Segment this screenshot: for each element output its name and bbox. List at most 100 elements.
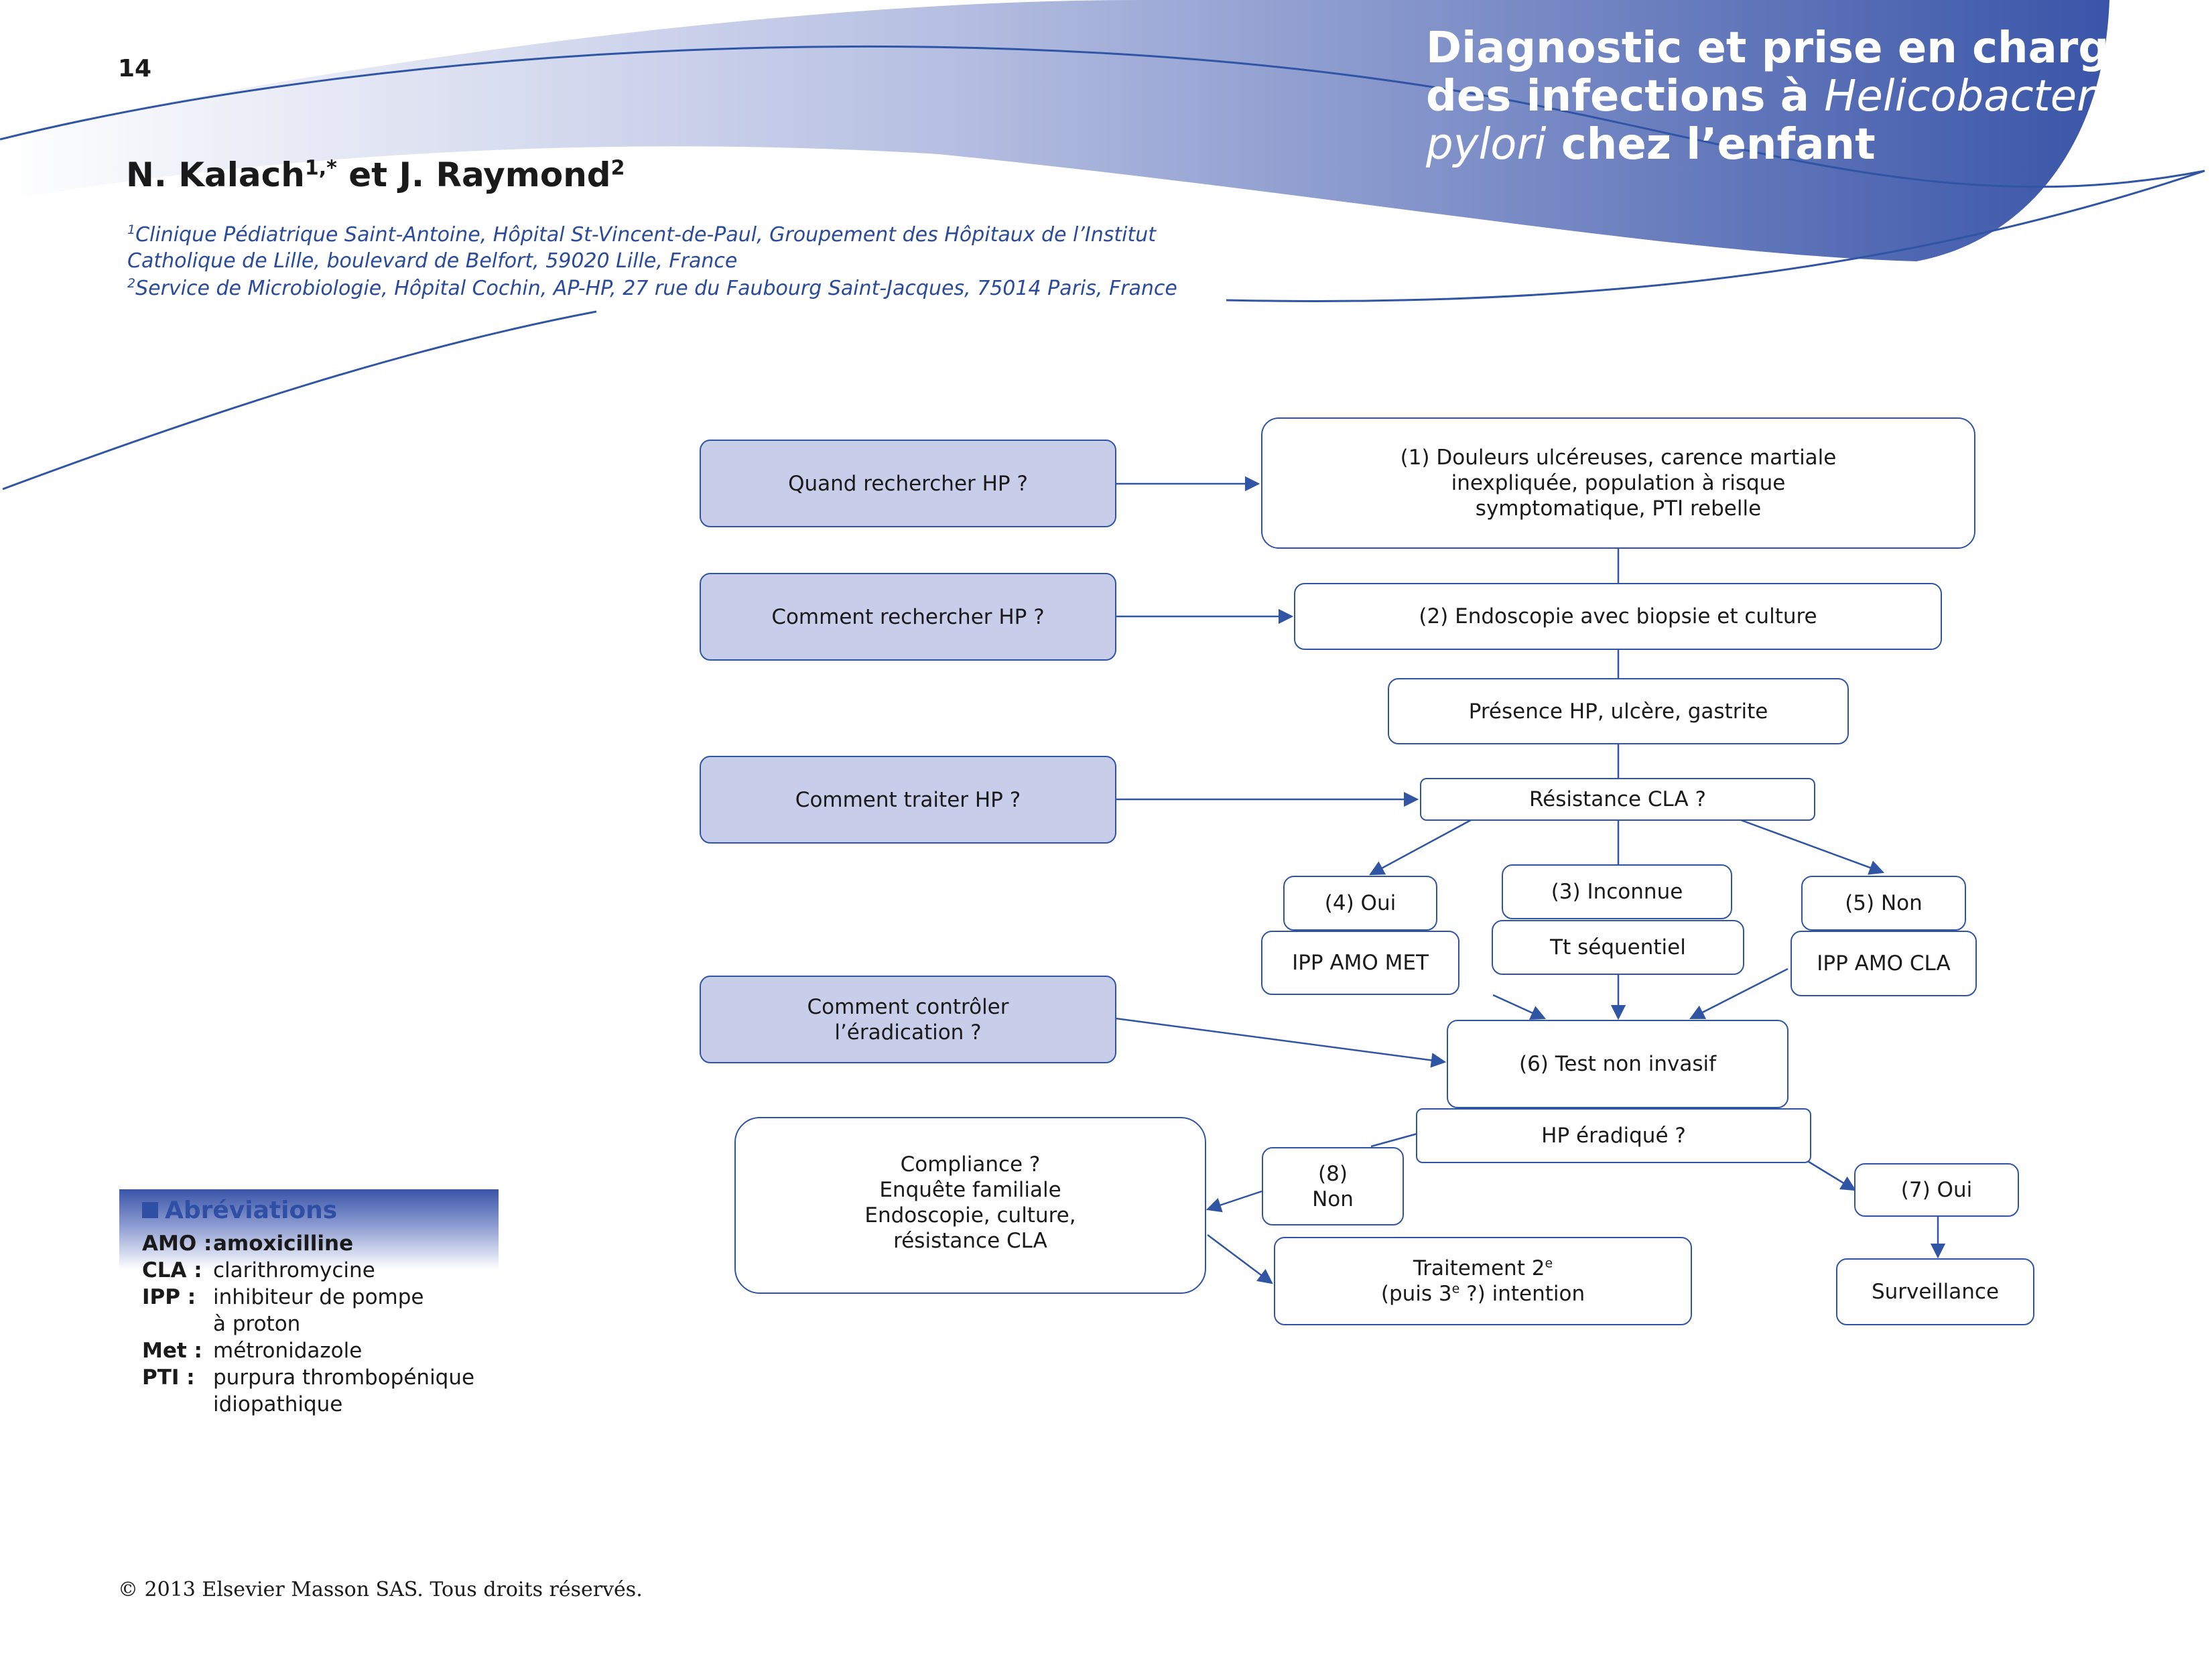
node-compliance-line-4: résistance CLA (893, 1229, 1047, 1253)
abbreviation-value: clarithromycine (213, 1258, 375, 1282)
title-line-2: des infections à (1426, 72, 1825, 121)
abbreviation-value: inhibiteur de pompe (213, 1285, 424, 1309)
node-inconnue-3: (3) Inconnue (1502, 864, 1732, 919)
author-2-sup: 2 (610, 156, 625, 180)
node-traitement-label: Traitement 2e(puis 3e ?) intention (1381, 1256, 1585, 1307)
title-line-2-italic: Helicobacter (1824, 72, 2095, 121)
title-line-3-italic: pylori (1426, 120, 1547, 170)
node-traitement-sup-2: e (1451, 1281, 1460, 1297)
node-ipp-amo-met-label: IPP AMO MET (1292, 951, 1429, 975)
node-hp-eradique-label: HP éradiqué ? (1541, 1124, 1686, 1148)
abbreviations-list: AMO :amoxicilline CLA : clarithromycine I… (142, 1230, 474, 1418)
node-traitement-sup-1: e (1545, 1256, 1553, 1271)
title-line-3: chez l’enfant (1546, 120, 1876, 170)
node-douleurs-line-2: inexpliquée, population à risque (1451, 471, 1786, 495)
node-traitement-line-2b: ?) intention (1459, 1282, 1585, 1306)
node-oui-4-label: (4) Oui (1324, 891, 1396, 915)
node-presence: Présence HP, ulcère, gastrite (1388, 678, 1849, 744)
node-non-8-label: (8)Non (1312, 1161, 1354, 1212)
node-ipp-amo-cla: IPP AMO CLA (1791, 931, 1977, 996)
affiliation-1-sup: 1 (127, 222, 136, 237)
abbreviations-title-text: Abréviations (165, 1197, 338, 1224)
node-traitement-line-2a: (puis 3 (1380, 1282, 1452, 1306)
node-non-5-label: (5) Non (1845, 891, 1923, 915)
node-compliance-line-2: Enquête familiale (879, 1178, 1061, 1202)
node-oui-4: (4) Oui (1283, 876, 1437, 931)
node-hp-eradique: HP éradiqué ? (1416, 1108, 1811, 1163)
header-curve-top (0, 45, 2205, 188)
node-resistance: Résistance CLA ? (1420, 778, 1815, 821)
abbreviation-row: AMO :amoxicilline (142, 1230, 474, 1257)
abbreviation-value: métronidazole (213, 1339, 363, 1363)
abbreviation-value: amoxicilline (213, 1232, 354, 1256)
node-douleurs-line-3: symptomatique, PTI rebelle (1475, 496, 1762, 521)
affiliation-2: 2Service de Microbiologie, Hôpital Cochi… (127, 276, 1177, 300)
node-endoscopie: (2) Endoscopie avec biopsie et culture (1294, 583, 1942, 650)
affiliation-1b: Catholique de Lille, boulevard de Belfor… (127, 249, 737, 273)
abbreviation-row: CLA : clarithromycine (142, 1257, 474, 1284)
flowchart-connectors (1115, 476, 1946, 1284)
node-test-non-invasif-label: (6) Test non invasif (1518, 1052, 1717, 1076)
abbreviations-panel (119, 1189, 499, 1270)
author-1-sup: 1,* (304, 156, 337, 180)
copyright: © 2013 Elsevier Masson SAS. Tous droits … (118, 1578, 643, 1601)
node-ipp-amo-met: IPP AMO MET (1261, 931, 1459, 995)
question-quand: Quand rechercher HP ? (700, 440, 1116, 527)
question-comment-traiter-label: Comment traiter HP ? (795, 787, 1021, 812)
question-comment-rechercher-label: Comment rechercher HP ? (771, 604, 1045, 629)
node-tt-sequentiel-label: Tt séquentiel (1550, 935, 1686, 959)
question-quand-label: Quand rechercher HP ? (788, 471, 1028, 496)
abbreviation-key: Met : (142, 1339, 202, 1363)
node-resistance-label: Résistance CLA ? (1528, 787, 1707, 811)
question-comment-rechercher: Comment rechercher HP ? (700, 573, 1116, 661)
abbreviation-row: Met : métronidazole (142, 1337, 474, 1364)
abbreviation-key: CLA : (142, 1258, 202, 1282)
header-curve-right (1226, 170, 2205, 302)
abbreviation-value: idiopathique (213, 1392, 343, 1416)
affiliation-1-text: Clinique Pédiatrique Saint-Antoine, Hôpi… (135, 223, 1157, 247)
node-non-8-line-2: Non (1312, 1187, 1354, 1211)
node-traitement-line-1: Traitement 2 (1413, 1256, 1545, 1280)
node-ipp-amo-cla-label: IPP AMO CLA (1817, 951, 1951, 976)
node-non-8-line-1: (8) (1318, 1161, 1348, 1186)
abbreviation-value: à proton (213, 1312, 301, 1336)
affiliation-2-text: Service de Microbiologie, Hôpital Cochin… (135, 277, 1177, 300)
abbreviation-key: AMO : (142, 1232, 212, 1256)
abbreviations-title: Abréviations (142, 1197, 337, 1224)
node-douleurs-label: (1) Douleurs ulcéreuses, carence martial… (1401, 445, 1837, 521)
node-douleurs: (1) Douleurs ulcéreuses, carence martial… (1261, 417, 1975, 549)
node-non-8: (8)Non (1262, 1147, 1404, 1225)
node-endoscopie-label: (2) Endoscopie avec biopsie et culture (1419, 604, 1817, 628)
question-comment-controler-line-1: Comment contrôler (807, 994, 1009, 1019)
node-douleurs-line-1: (1) Douleurs ulcéreuses, carence martial… (1400, 446, 1837, 470)
authors: N. Kalach1,* et J. Raymond2 (126, 155, 625, 194)
node-presence-label: Présence HP, ulcère, gastrite (1468, 699, 1768, 724)
abbreviation-key: PTI : (142, 1366, 195, 1390)
node-compliance-line-1: Compliance ? (900, 1152, 1041, 1177)
abbreviation-row: IPP :inhibiteur de pompe (142, 1284, 474, 1311)
node-oui-7: (7) Oui (1854, 1163, 2019, 1217)
affiliation-1b-text: Catholique de Lille, boulevard de Belfor… (127, 249, 738, 273)
page-title: Diagnostic et prise en charge des infect… (1426, 24, 2203, 169)
header-banner (0, 0, 2109, 261)
node-test-non-invasif: (6) Test non invasif (1447, 1020, 1788, 1108)
header-curve-left (2, 310, 597, 490)
node-oui-7-label: (7) Oui (1900, 1178, 1973, 1202)
affiliation-2-sup: 2 (127, 276, 136, 291)
author-1: N. Kalach (126, 155, 305, 194)
abbreviation-key (142, 1391, 213, 1418)
question-comment-traiter: Comment traiter HP ? (700, 756, 1116, 844)
question-comment-controler-line-2: l’éradication ? (834, 1020, 982, 1045)
affiliation-1: 1Clinique Pédiatrique Saint-Antoine, Hôp… (127, 222, 1156, 247)
node-surveillance: Surveillance (1836, 1258, 2034, 1325)
abbreviation-row: idiopathique (142, 1391, 474, 1418)
title-line-1: Diagnostic et prise en charge (1426, 23, 2138, 73)
square-bullet-icon (142, 1202, 158, 1218)
abbreviation-row: PTI :purpura thrombopénique (142, 1364, 474, 1391)
abbreviation-row: à proton (142, 1311, 474, 1337)
